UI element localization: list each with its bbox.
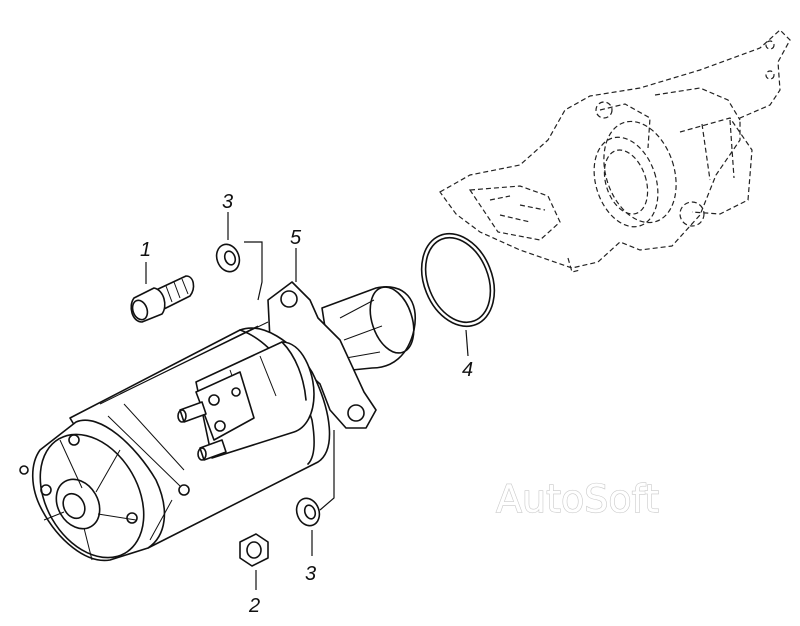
callout-2: 2 xyxy=(248,595,260,617)
leader-lines xyxy=(145,212,469,590)
cap-screw xyxy=(130,275,195,323)
watermark: AutoSoft xyxy=(496,477,659,521)
starter-motor xyxy=(19,281,416,562)
washer-lower xyxy=(295,497,321,527)
hex-nut xyxy=(239,533,269,567)
engine-flywheel-housing xyxy=(439,29,791,273)
callout-3-upper: 3 xyxy=(222,191,233,213)
callout-5: 5 xyxy=(290,227,302,249)
washer-upper xyxy=(215,243,241,273)
callout-4: 4 xyxy=(462,359,473,381)
callout-3-lower: 3 xyxy=(305,563,316,585)
callout-1: 1 xyxy=(140,239,151,261)
o-ring xyxy=(420,232,496,328)
